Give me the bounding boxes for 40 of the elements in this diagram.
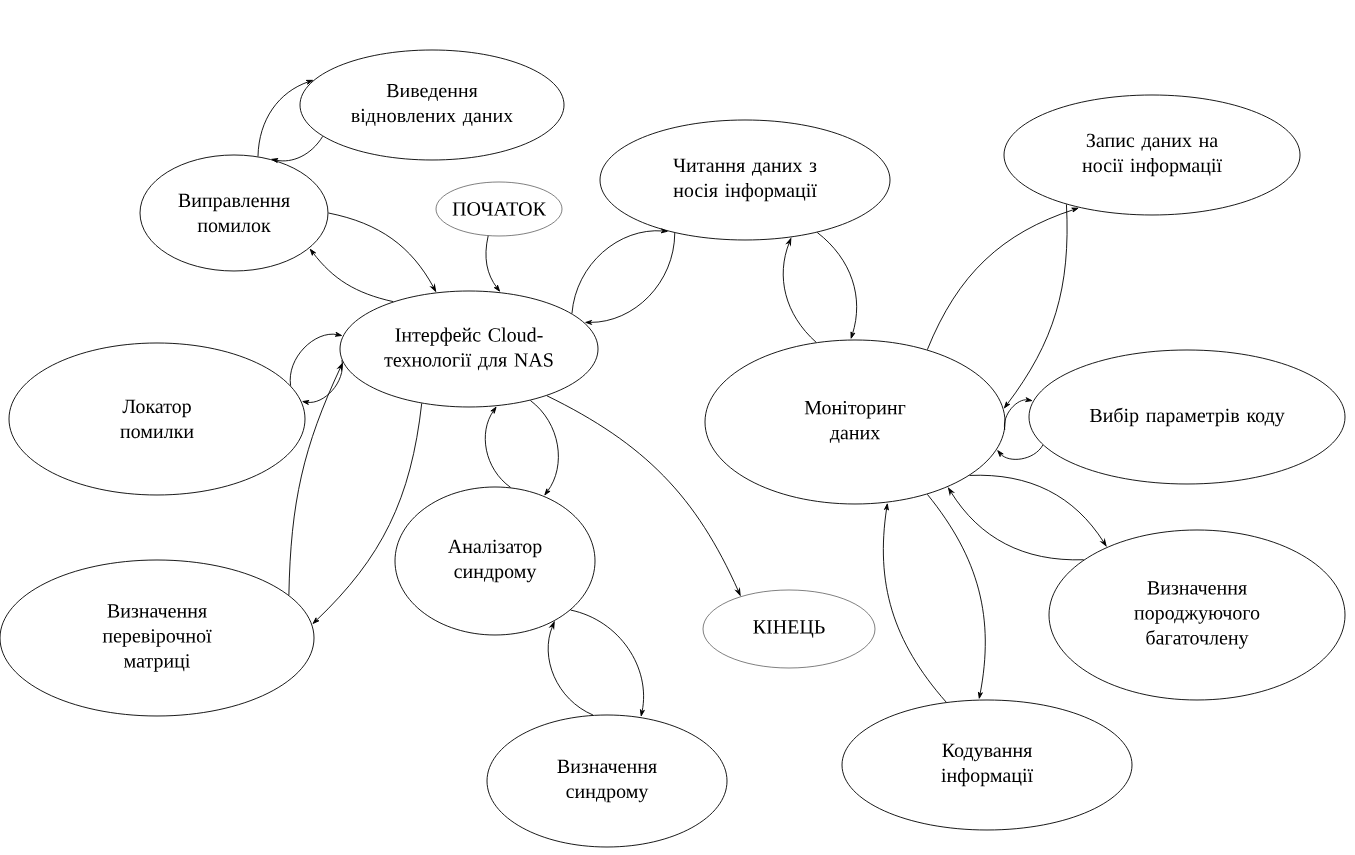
arrow [570, 609, 645, 717]
arrow [1003, 203, 1068, 409]
ellipse-node: КІНЕЦЬ [702, 589, 876, 669]
ellipse-node: Моніторинг даних [704, 339, 1006, 505]
ellipse-node: Інтерфейс Cloud-технології для NAS [339, 290, 599, 408]
arrow [1003, 397, 1033, 431]
arrow [948, 487, 1085, 561]
arrow [302, 359, 343, 405]
arrow [328, 212, 437, 292]
ellipse-node: Визначення синдрому [486, 714, 728, 848]
arrow [547, 621, 594, 716]
arrow [271, 135, 324, 163]
ellipse-node: Читання даних з носія інформації [599, 119, 891, 241]
arrow [585, 232, 676, 325]
arrow [309, 248, 394, 303]
arrow [969, 474, 1107, 547]
arrow [997, 444, 1044, 460]
ellipse-node: Запис даних на носії інформації [1003, 94, 1301, 216]
arrow [546, 395, 741, 596]
ellipse-node: Визначення породжуючого багаточлену [1048, 529, 1346, 701]
arrow [288, 363, 343, 596]
arrow [926, 493, 986, 699]
arrow [485, 235, 500, 292]
ellipse-node: Вибір параметрів коду [1028, 349, 1346, 485]
arrow [312, 402, 423, 624]
ellipse-node: ПОЧАТОК [435, 181, 563, 237]
ellipse-node: Кодування інформації [841, 699, 1133, 831]
arrow [782, 238, 817, 343]
arrow [529, 400, 559, 496]
arrow [484, 406, 512, 488]
ellipse-node: Виведення відновлених даних [299, 49, 565, 161]
arrow [289, 331, 342, 387]
ellipse-node: Аналізатор синдрому [394, 486, 596, 636]
arrow [816, 232, 858, 339]
arrow [926, 207, 1079, 351]
ellipse-node: Виправлення помилок [139, 154, 329, 272]
arrow [257, 79, 313, 157]
ellipse-node: Локатор помилки [8, 342, 306, 496]
arrow [571, 228, 668, 314]
arrow [882, 503, 947, 703]
